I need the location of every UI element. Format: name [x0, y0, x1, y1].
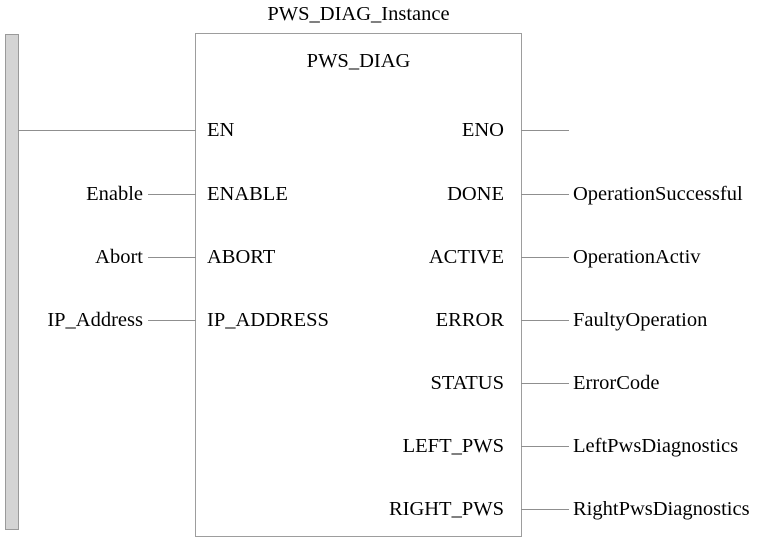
wire-left-pws [521, 446, 569, 447]
pin-label-eno: ENO [461, 118, 504, 141]
wire-right-pws [521, 509, 569, 510]
output-variable-faulty-operation[interactable]: FaultyOperation [573, 308, 708, 331]
input-variable-enable[interactable]: Enable [86, 182, 143, 205]
output-variable-operation-activ[interactable]: OperationActiv [573, 245, 701, 268]
instance-name-label: PWS_DIAG_Instance [267, 3, 450, 25]
block-name-label: PWS_DIAG [306, 50, 411, 72]
wire-eno [521, 130, 569, 131]
output-variable-operation-successful[interactable]: OperationSuccessful [573, 182, 743, 205]
pin-label-status: STATUS [430, 371, 504, 394]
output-variable-error-code[interactable]: ErrorCode [573, 371, 660, 394]
wire-ip-address [148, 320, 196, 321]
pin-label-done: DONE [447, 182, 504, 205]
pin-label-error: ERROR [435, 308, 504, 331]
wire-status [521, 383, 569, 384]
wire-enable [148, 194, 196, 195]
pin-label-ip-address: IP_ADDRESS [207, 308, 329, 331]
function-block-body[interactable] [195, 33, 522, 537]
pin-label-right-pws: RIGHT_PWS [388, 497, 504, 520]
input-variable-ip-address[interactable]: IP_Address [47, 308, 143, 331]
wire-rail-to-en [18, 130, 196, 131]
output-variable-left-pws-diagnostics[interactable]: LeftPwsDiagnostics [573, 434, 739, 457]
power-rail [5, 34, 19, 530]
pin-label-enable: ENABLE [207, 182, 288, 205]
pin-label-left-pws: LEFT_PWS [402, 434, 504, 457]
wire-done [521, 194, 569, 195]
input-variable-abort[interactable]: Abort [95, 245, 143, 268]
output-variable-right-pws-diagnostics[interactable]: RightPwsDiagnostics [573, 497, 750, 520]
wire-error [521, 320, 569, 321]
pin-label-en: EN [207, 118, 235, 141]
wire-active [521, 257, 569, 258]
pin-label-abort: ABORT [207, 245, 276, 268]
wire-abort [148, 257, 196, 258]
pin-label-active: ACTIVE [428, 245, 504, 268]
